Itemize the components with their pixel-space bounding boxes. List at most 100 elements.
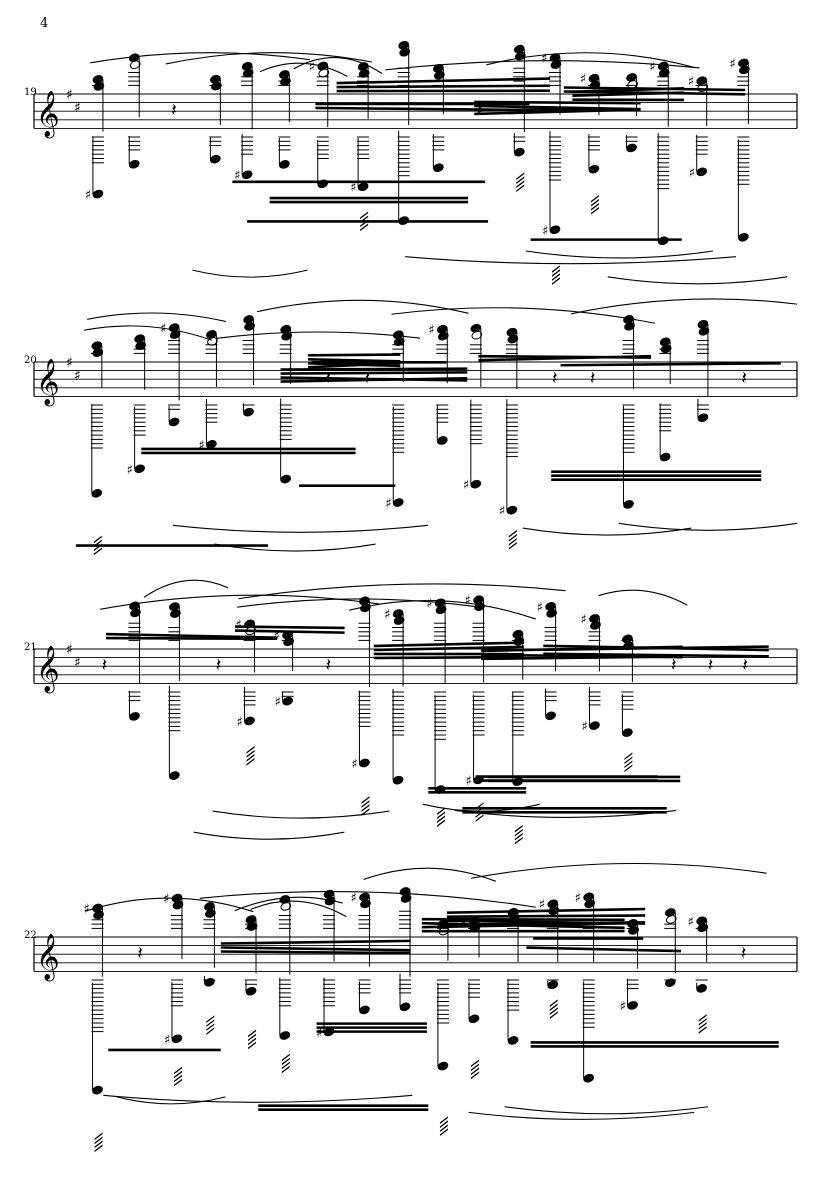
notehead [437, 331, 449, 341]
beam [514, 836, 523, 845]
beam [624, 764, 633, 773]
beam [488, 775, 681, 779]
sharp-icon: ♯ [350, 181, 356, 196]
beam [173, 1070, 182, 1079]
slur [216, 331, 421, 339]
beam [551, 273, 560, 281]
sharp-icon: ♯ [689, 166, 695, 181]
staff-system-21: 𝄞♯♯𝄽𝄽♯♯♯♯𝄽♯♯♯♯♯♯♯♯𝄽𝄽𝄽 [33, 579, 798, 845]
slur [570, 298, 798, 315]
notehead [665, 915, 677, 924]
beam [551, 269, 560, 277]
sharp-icon: ♯ [316, 1026, 322, 1041]
beam [94, 1132, 103, 1141]
sharp-icon: ♯ [537, 600, 543, 615]
notehead [470, 479, 482, 489]
slur [84, 325, 212, 341]
slur [385, 60, 700, 71]
sharp-icon: ♯ [688, 75, 694, 90]
beam [361, 808, 370, 816]
sharp-icon: ♯ [580, 72, 586, 87]
notehead [623, 500, 634, 509]
notehead [399, 47, 411, 57]
beam [281, 1053, 290, 1062]
beam [316, 1030, 427, 1033]
sharp-icon: ♯ [463, 478, 469, 493]
slur [257, 299, 469, 314]
beam [234, 629, 345, 634]
beam [316, 1022, 427, 1025]
measure-number-19: 19 [24, 87, 37, 98]
beam [590, 206, 599, 215]
beam [590, 194, 599, 203]
sharp-icon: ♯ [466, 774, 472, 789]
notehead [400, 894, 412, 903]
beam [108, 1048, 221, 1052]
beam [246, 745, 255, 754]
notehead [243, 407, 254, 417]
beam [698, 1026, 707, 1034]
quarter-rest-icon: 𝄽 [742, 655, 748, 676]
beam [428, 787, 527, 790]
notehead [696, 167, 708, 177]
slur [471, 862, 767, 879]
beam [258, 1108, 429, 1112]
quarter-rest-icon: 𝄽 [326, 655, 332, 676]
beam [299, 484, 396, 488]
beam [361, 804, 370, 812]
beam [173, 1066, 182, 1075]
tie [193, 831, 345, 840]
notehead [588, 164, 600, 174]
sharp-icon: ♯ [581, 720, 587, 735]
notehead [468, 1014, 480, 1024]
treble-clef-icon: 𝄞 [36, 646, 60, 694]
notehead [360, 899, 371, 909]
measure-number-21: 21 [24, 642, 37, 653]
beam [373, 645, 524, 652]
sharp-icon: ♯ [85, 188, 91, 203]
notehead [664, 978, 676, 987]
sharp-icon: ♯ [237, 715, 243, 730]
tie [618, 522, 798, 531]
beam [624, 752, 633, 761]
notehead [399, 1002, 411, 1012]
notehead [241, 170, 253, 180]
staff-system-20: 𝄞♯♯♯♯♯𝄽𝄽♯♯♯♯𝄽𝄽𝄽 [33, 298, 798, 556]
beam [247, 220, 489, 223]
notehead [507, 334, 519, 344]
quarter-rest-icon: 𝄽 [171, 100, 177, 121]
notehead [209, 154, 221, 164]
sharp-icon: ♯ [542, 224, 548, 239]
beam [698, 1018, 707, 1026]
beam [94, 1136, 103, 1145]
beam [360, 211, 369, 220]
treble-clef-icon: 𝄞 [36, 91, 60, 139]
beam [572, 87, 684, 93]
sharp-icon: ♯ [649, 60, 655, 75]
notehead [739, 65, 750, 75]
beam [93, 547, 102, 556]
notehead [584, 899, 596, 909]
sharp-icon: ♯ [164, 1033, 170, 1048]
slur [165, 52, 372, 65]
sharp-icon: ♯ [385, 497, 391, 512]
sharp-icon: ♯ [66, 642, 73, 658]
notehead [392, 498, 404, 507]
beam [421, 929, 625, 933]
notehead [205, 909, 216, 918]
notehead [697, 923, 709, 933]
beam [308, 361, 401, 369]
measure-number-20: 20 [24, 355, 37, 366]
tie [192, 269, 308, 278]
sharp-icon: ♯ [160, 322, 166, 337]
tie [172, 524, 429, 533]
notehead [210, 81, 222, 91]
beam [530, 1041, 779, 1044]
beam [246, 749, 255, 758]
beam [439, 1124, 448, 1133]
beam [590, 202, 599, 211]
beam [439, 1128, 448, 1137]
beam [549, 999, 558, 1007]
sharp-icon: ♯ [74, 100, 81, 116]
sharp-icon: ♯ [539, 898, 545, 913]
